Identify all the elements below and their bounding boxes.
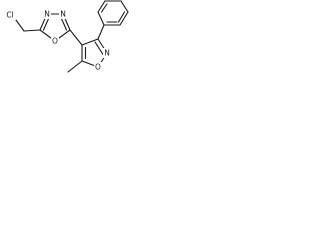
bond-c4-c3 (81, 38, 99, 46)
bond-ph-5 (119, 11, 129, 26)
bond-c3-phenyl (97, 24, 105, 40)
molecule-structure: Cl N N O N O (4, 0, 129, 73)
bond-ch2-c5 (23, 29, 41, 32)
atom-labels: Cl N N O N O (4, 9, 111, 72)
bond-ph-4 (120, 0, 129, 13)
bond-ph-1 (97, 11, 105, 26)
bond-c5-methyl (67, 60, 83, 73)
isoxazole-n-label: N (104, 49, 110, 58)
chlorine-atom-label: Cl (6, 11, 13, 20)
bond-c3-n-double (94, 41, 104, 56)
bond-ph-d2 (117, 11, 126, 23)
oxadiazole-o1-label: O (52, 37, 58, 46)
isoxazole-o-label: O (95, 63, 101, 72)
oxadiazole-n4-label: N (44, 10, 50, 19)
bonds (12, 0, 129, 73)
bond-ph-2 (97, 0, 106, 13)
bond-c2-c4 (69, 29, 83, 46)
bond-ph-d1 (100, 3, 108, 13)
oxadiazole-n3-label: N (60, 10, 66, 19)
